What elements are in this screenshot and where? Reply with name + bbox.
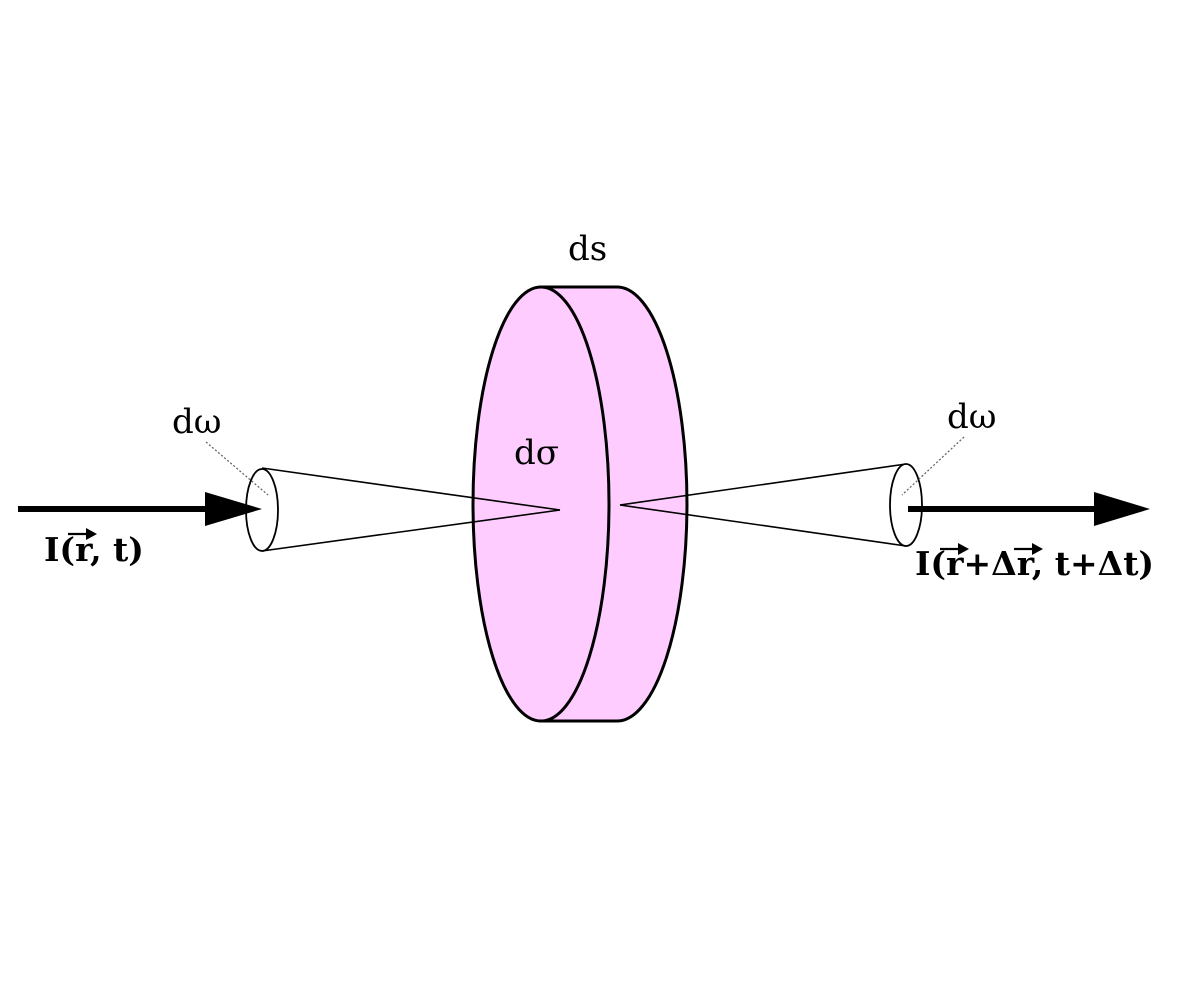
arrow-incoming-head xyxy=(205,492,262,526)
intensity-out-plus: + xyxy=(963,544,991,583)
intensity-out-delta: Δ xyxy=(991,544,1017,583)
label-d-omega-right: dω xyxy=(947,397,997,437)
slab xyxy=(471,285,689,723)
arrow-incoming xyxy=(18,492,262,526)
intensity-in-r: r xyxy=(75,530,93,569)
intensity-in-suffix: , t) xyxy=(90,530,144,569)
vector-arrow-in xyxy=(68,528,97,540)
label-intensity-out: I(r+Δr, t+Δt) xyxy=(915,543,1154,583)
label-d-omega-left: dω xyxy=(172,402,222,442)
slab-front-face xyxy=(471,285,611,723)
arrow-outgoing-head xyxy=(1094,492,1150,526)
svg-text:I(r, t): I(r, t) xyxy=(44,530,144,569)
cone-right-upper-edge xyxy=(619,463,907,506)
cone-right-aperture xyxy=(889,463,923,547)
label-d-sigma: dσ xyxy=(514,433,559,473)
intensity-out-prefix: I( xyxy=(915,544,946,583)
intensity-in-prefix: I( xyxy=(44,530,75,569)
vector-arrow-out-1 xyxy=(940,543,969,555)
leader-d-omega-left xyxy=(205,441,269,496)
cone-right-lower-edge xyxy=(619,504,907,547)
svg-text:I(r+Δr, t+Δt): I(r+Δr, t+Δt) xyxy=(915,544,1154,583)
intensity-out-suffix: , t+Δt) xyxy=(1032,544,1154,583)
arrow-outgoing xyxy=(908,492,1150,526)
label-ds: ds xyxy=(568,229,607,269)
vector-arrow-out-2 xyxy=(1014,543,1043,555)
label-intensity-in: I(r, t) xyxy=(44,528,144,569)
cone-left xyxy=(245,467,561,552)
cone-left-upper-edge xyxy=(261,467,561,511)
cone-left-lower-edge xyxy=(261,509,561,552)
intensity-out-r2: r xyxy=(1017,544,1035,583)
